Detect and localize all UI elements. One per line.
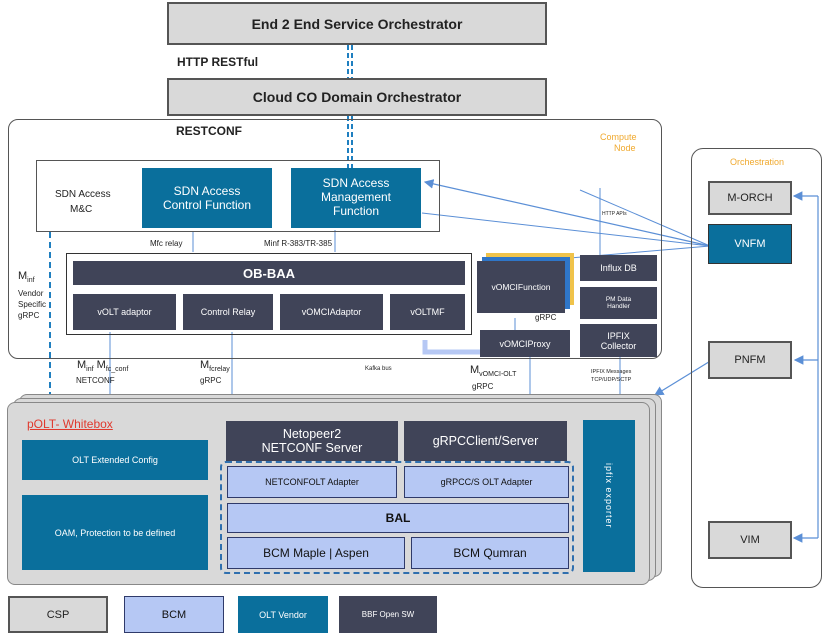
- control-fn-line2: Control Function: [162, 198, 252, 212]
- voltmf[interactable]: vOLTMF: [390, 294, 465, 330]
- sdn-control-function[interactable]: SDN Access Control Function: [142, 168, 272, 228]
- vomci-function[interactable]: vOMCIFunction: [477, 261, 565, 313]
- cloud-co-orchestrator[interactable]: Cloud CO Domain Orchestrator: [167, 78, 547, 116]
- netopeer-server[interactable]: Netopeer2 NETCONF Server: [226, 421, 398, 461]
- netconf-olt-adapter[interactable]: NETCONFOLT Adapter: [227, 466, 397, 498]
- ipfix-msg-label-2: TCP/UDP/SCTP: [591, 377, 632, 383]
- m-orch[interactable]: M-ORCH: [708, 181, 792, 215]
- oam-protection[interactable]: OAM, Protection to be defined: [22, 495, 208, 570]
- grpc-left-label: gRPC: [18, 311, 40, 320]
- vendor-label: Vendor: [18, 289, 44, 298]
- sdn-management-function[interactable]: SDN Access Management Function: [291, 168, 421, 228]
- netconf-label: NETCONF: [76, 376, 115, 385]
- bal[interactable]: BAL: [227, 503, 569, 533]
- olt-extended-config[interactable]: OLT Extended Config: [22, 440, 208, 480]
- bcm-qumran[interactable]: BCM Qumran: [411, 537, 569, 569]
- obbaa-bar[interactable]: OB-BAA: [73, 261, 465, 285]
- grpc-relay-label: gRPC: [200, 376, 222, 385]
- mfc-relay-label: Mfc relay: [150, 239, 183, 248]
- compute-node-title-2: Node: [614, 143, 636, 153]
- ipfix-line2: Collector: [600, 340, 637, 351]
- volt-adaptor[interactable]: vOLT adaptor: [73, 294, 176, 330]
- ipfix-collector[interactable]: IPFIX Collector: [580, 324, 657, 357]
- minf-label: Minf R-383/TR-385: [264, 239, 333, 248]
- control-relay[interactable]: Control Relay: [183, 294, 273, 330]
- influx-db[interactable]: Influx DB: [580, 255, 657, 281]
- legend-bbf: BBF Open SW: [339, 596, 437, 633]
- pm-line2: Handler: [607, 303, 630, 310]
- m-fcrelay-label: Mfcrelay: [200, 359, 230, 374]
- legend-bcm: BCM: [124, 596, 224, 633]
- ipfix-exporter-vertical[interactable]: ipfix exporter: [583, 420, 635, 572]
- grpc-olt-adapter[interactable]: gRPCC/S OLT Adapter: [404, 466, 569, 498]
- bcm-dashed-region: [220, 461, 574, 574]
- obbaa-container: [66, 253, 472, 335]
- grpc-vomci-label: gRPC: [472, 382, 494, 391]
- grpc-label-inner: gRPC: [535, 313, 557, 322]
- kafka-label: Kafka bus: [365, 366, 392, 372]
- vim[interactable]: VIM: [708, 521, 792, 559]
- sdn-mc-label-2: M&C: [70, 204, 93, 215]
- pnfm[interactable]: PNFM: [708, 341, 792, 379]
- orchestration-title: Orchestration: [730, 157, 785, 167]
- vomci-proxy[interactable]: vOMCIProxy: [480, 330, 570, 357]
- ipfix-line1: IPFIX: [607, 330, 630, 341]
- sdn-access-mc-box: [36, 160, 440, 232]
- pm-line1: PM Data: [605, 296, 632, 303]
- mgmt-fn-line3: Function: [332, 203, 380, 218]
- pm-data-handler[interactable]: PM Data Handler: [580, 287, 657, 319]
- legend-olt-vendor: OLT Vendor: [238, 596, 328, 633]
- e2e-orchestrator[interactable]: End 2 End Service Orchestrator: [167, 2, 547, 45]
- compute-node-container: [8, 119, 662, 359]
- sdn-mc-label-1: SDN Access: [55, 189, 111, 200]
- m-inf-left: Minf: [18, 270, 35, 285]
- ipfix-exporter-text: ipfix exporter: [604, 463, 614, 529]
- vnfm[interactable]: VNFM: [708, 224, 792, 264]
- http-apis-label: HTTP APIs: [602, 211, 627, 217]
- mgmt-fn-line2: Management: [320, 190, 392, 205]
- m-vomci-label: MvOMCI-OLT: [470, 364, 517, 379]
- specific-label: Specific: [18, 300, 47, 309]
- control-fn-line1: SDN Access: [173, 184, 241, 198]
- m-inf-mfc-label: Minf Mfc_conf: [77, 359, 129, 374]
- mgmt-fn-line1: SDN Access: [322, 176, 390, 191]
- legend-csp: CSP: [8, 596, 108, 633]
- vomci-adaptor[interactable]: vOMCIAdaptor: [280, 294, 383, 330]
- polt-title: pOLT- Whitebox: [27, 417, 113, 431]
- netopeer-line1: Netopeer2: [282, 427, 342, 441]
- compute-node-title-1: Compute: [600, 132, 637, 142]
- grpc-client-server[interactable]: gRPCClient/Server: [404, 421, 567, 461]
- bcm-maple-aspen[interactable]: BCM Maple | Aspen: [227, 537, 405, 569]
- http-restful-label: HTTP RESTful: [177, 55, 259, 69]
- orchestration-panel: [691, 148, 822, 588]
- netopeer-line2: NETCONF Server: [261, 441, 363, 455]
- ipfix-msg-label-1: IPFIX Messages: [591, 369, 632, 375]
- restconf-label: RESTCONF: [176, 124, 242, 138]
